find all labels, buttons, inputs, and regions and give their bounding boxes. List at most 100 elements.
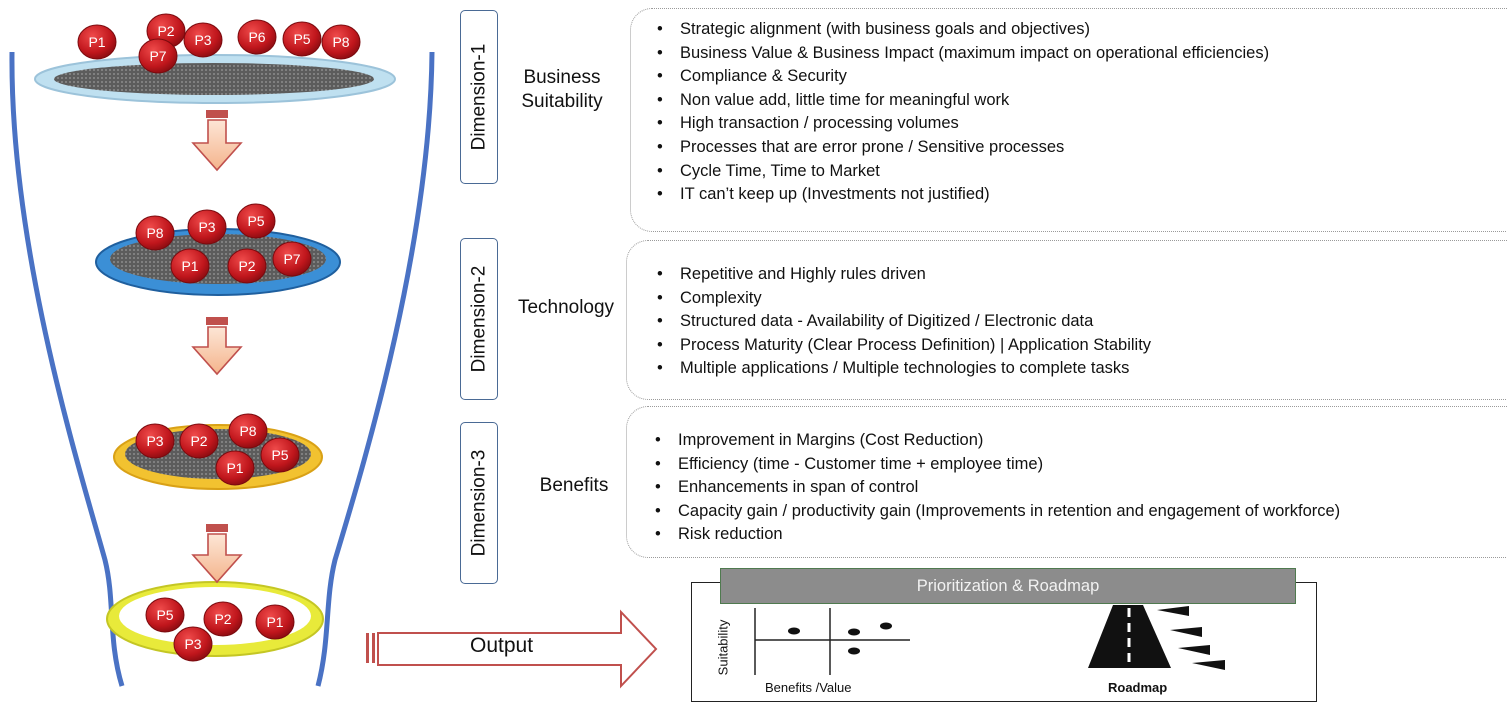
dimension-2-criteria-box bbox=[626, 240, 1507, 400]
matrix-dot bbox=[788, 627, 800, 635]
process-label: P1 bbox=[88, 34, 105, 50]
process-label: P3 bbox=[146, 433, 163, 449]
dimension-2-name-line-1: Technology bbox=[517, 297, 615, 318]
process-ball: P5 bbox=[282, 21, 322, 57]
process-label: P3 bbox=[184, 636, 201, 652]
process-ball: P2 bbox=[227, 248, 267, 284]
down-arrow-1 bbox=[191, 110, 243, 172]
process-ball: P1 bbox=[255, 604, 295, 640]
dimension-1-criteria-box bbox=[630, 8, 1507, 232]
dimension-3-box: Dimension-3 bbox=[460, 422, 498, 584]
roadmap-header: Prioritization & Roadmap bbox=[720, 568, 1296, 604]
process-label: P1 bbox=[266, 614, 283, 630]
output-label: Output bbox=[470, 634, 534, 657]
criterion-item: Process Maturity (Clear Process Definiti… bbox=[657, 334, 1151, 358]
process-ball: P6 bbox=[237, 19, 277, 55]
dimension-3-name-line-1: Benefits bbox=[539, 475, 609, 496]
dimension-2-name: Technology bbox=[507, 296, 625, 320]
process-ball: P5 bbox=[260, 437, 300, 473]
process-label: P3 bbox=[194, 32, 211, 48]
criterion-item: Efficiency (time - Customer time + emplo… bbox=[655, 453, 1340, 477]
dimension-3-criteria-box bbox=[626, 406, 1507, 558]
process-label: P3 bbox=[198, 219, 215, 235]
matrix-dot bbox=[848, 647, 860, 655]
criterion-item: Compliance & Security bbox=[657, 65, 1269, 89]
process-label: P5 bbox=[271, 447, 288, 463]
dimension-1-box: Dimension-1 bbox=[460, 10, 498, 184]
process-label: P8 bbox=[332, 34, 349, 50]
criterion-item: Structured data - Availability of Digiti… bbox=[657, 310, 1151, 334]
dimension-1-criteria-list: Strategic alignment (with business goals… bbox=[657, 18, 1269, 207]
process-ball: P1 bbox=[77, 24, 117, 60]
roadmap-label: Roadmap bbox=[1108, 680, 1168, 695]
criterion-item: High transaction / processing volumes bbox=[657, 112, 1269, 136]
process-ball: P1 bbox=[215, 450, 255, 486]
process-label: P6 bbox=[248, 29, 265, 45]
process-ball: P5 bbox=[236, 203, 276, 239]
criterion-item: Cycle Time, Time to Market bbox=[657, 160, 1269, 184]
criterion-item: Capacity gain / productivity gain (Impro… bbox=[655, 500, 1340, 524]
dimension-1-label: Dimension-1 bbox=[468, 43, 489, 151]
process-ball: P8 bbox=[228, 413, 268, 449]
criterion-item: Improvement in Margins (Cost Reduction) bbox=[655, 429, 1340, 453]
matrix-x-label: Benefits /Value bbox=[765, 680, 852, 695]
funnel-level-1 bbox=[34, 54, 396, 104]
process-label: P2 bbox=[190, 433, 207, 449]
process-label: P7 bbox=[149, 48, 166, 64]
process-label: P1 bbox=[181, 258, 198, 274]
process-label: P2 bbox=[157, 23, 174, 39]
matrix-dot bbox=[880, 622, 892, 630]
process-label: P8 bbox=[239, 423, 256, 439]
process-ball: P8 bbox=[321, 24, 361, 60]
dimension-3-criteria-list: Improvement in Margins (Cost Reduction) … bbox=[655, 429, 1340, 547]
criterion-item: Strategic alignment (with business goals… bbox=[657, 18, 1269, 42]
criterion-item: Repetitive and Highly rules driven bbox=[657, 263, 1151, 287]
matrix-dot bbox=[848, 628, 860, 636]
process-label: P5 bbox=[247, 213, 264, 229]
process-ball: P7 bbox=[138, 38, 178, 74]
process-ball: P3 bbox=[187, 209, 227, 245]
prioritization-matrix bbox=[754, 608, 910, 675]
funnel-outline-left bbox=[9, 51, 125, 687]
process-label: P5 bbox=[293, 31, 310, 47]
process-label: P8 bbox=[146, 225, 163, 241]
dimension-1-name: Business Suitability bbox=[503, 66, 621, 114]
process-label: P2 bbox=[238, 258, 255, 274]
process-label: P2 bbox=[214, 611, 231, 627]
criterion-item: Risk reduction bbox=[655, 523, 1340, 547]
matrix-y-label: Suitability bbox=[715, 619, 731, 676]
criterion-item: Enhancements in span of control bbox=[655, 476, 1340, 500]
process-ball: P3 bbox=[173, 626, 213, 662]
road-icon bbox=[1088, 605, 1225, 670]
dimension-3-name: Benefits bbox=[515, 474, 633, 498]
process-ball: P7 bbox=[272, 241, 312, 277]
dimension-2-criteria-list: Repetitive and Highly rules driven Compl… bbox=[657, 263, 1151, 381]
criterion-item: Processes that are error prone / Sensiti… bbox=[657, 136, 1269, 160]
process-ball: P3 bbox=[183, 22, 223, 58]
dimension-2-label: Dimension-2 bbox=[468, 265, 489, 373]
output-arrow bbox=[366, 633, 375, 663]
dimension-2-box: Dimension-2 bbox=[460, 238, 498, 400]
process-ball: P8 bbox=[135, 215, 175, 251]
process-label: P7 bbox=[283, 251, 300, 267]
criterion-item: Non value add, little time for meaningfu… bbox=[657, 89, 1269, 113]
criterion-item: IT can’t keep up (Investments not justif… bbox=[657, 183, 1269, 207]
down-arrow-2 bbox=[191, 317, 243, 376]
process-label: P1 bbox=[226, 460, 243, 476]
process-ball: P5 bbox=[145, 597, 185, 633]
criterion-item: Multiple applications / Multiple technol… bbox=[657, 357, 1151, 381]
criterion-item: Complexity bbox=[657, 287, 1151, 311]
down-arrow-3 bbox=[191, 524, 243, 584]
output-arrow-shape bbox=[377, 609, 658, 689]
funnel-outline-right bbox=[315, 51, 435, 687]
process-ball: P3 bbox=[135, 423, 175, 459]
criterion-item: Business Value & Business Impact (maximu… bbox=[657, 42, 1269, 66]
dimension-1-name-line-2: Suitability bbox=[521, 91, 603, 112]
process-label: P5 bbox=[156, 607, 173, 623]
dimension-3-label: Dimension-3 bbox=[468, 449, 489, 557]
process-ball: P2 bbox=[203, 601, 243, 637]
dimension-1-name-line-1: Business bbox=[523, 67, 601, 88]
process-ball: P1 bbox=[170, 248, 210, 284]
